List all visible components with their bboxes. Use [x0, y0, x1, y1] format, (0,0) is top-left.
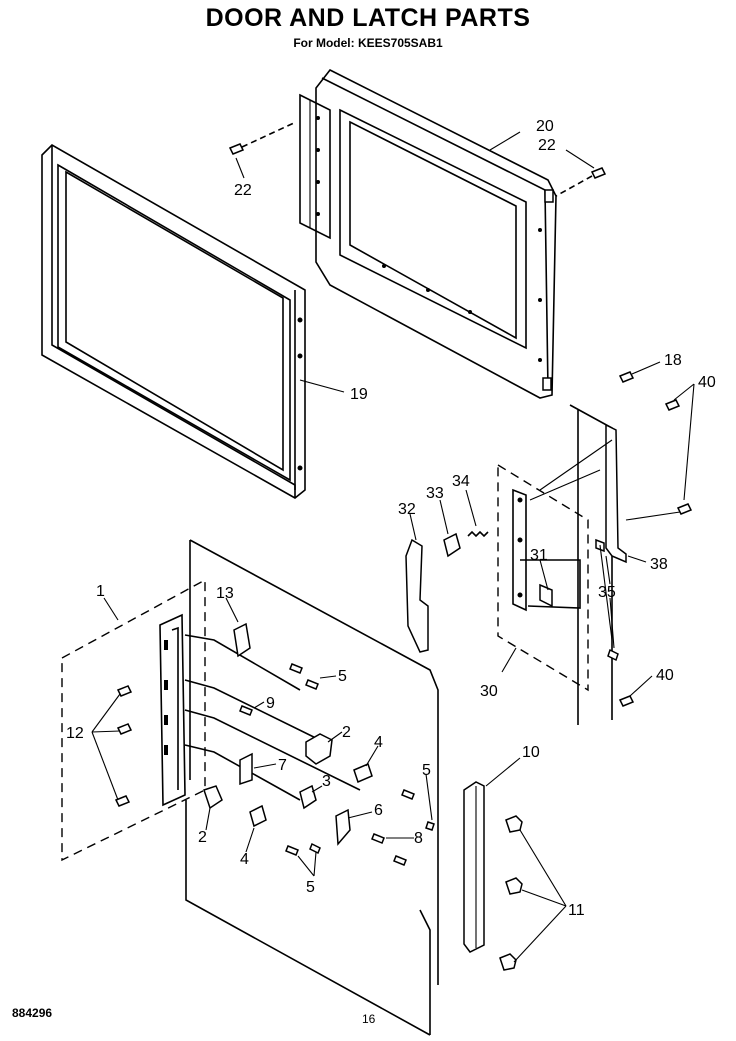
callout-5-upper: 5: [338, 668, 347, 685]
latch-cam-2-upper: [305, 733, 333, 765]
latch-assembly-1: [61, 578, 361, 862]
callout-4-upper: 4: [374, 734, 383, 751]
callout-40-lower: 40: [656, 667, 674, 684]
callout-12: 12: [66, 725, 84, 742]
callout-22-left: 22: [234, 182, 252, 199]
guide-4-upper: [353, 762, 373, 784]
callout-7: 7: [278, 757, 287, 774]
callout-10: 10: [522, 744, 540, 761]
callout-labels: 20 22 22 19 18 40 38 35 40 30 31 32 33 3…: [66, 118, 716, 919]
callout-19: 19: [350, 386, 368, 403]
screw-22-right: [555, 167, 607, 197]
callout-32: 32: [398, 501, 416, 518]
document-number: 884296: [12, 1006, 53, 1020]
latch-hook-13: [233, 622, 251, 658]
callout-40-upper: 40: [698, 374, 716, 391]
callout-31: 31: [530, 547, 548, 564]
callout-9: 9: [266, 695, 275, 712]
latch-lever-32: [405, 538, 429, 653]
callout-18: 18: [664, 352, 682, 369]
screws-40: [618, 399, 693, 707]
screw-18: [618, 371, 635, 383]
callout-11: 11: [568, 902, 585, 919]
callout-22-right: 22: [538, 137, 556, 154]
callout-2-upper: 2: [342, 724, 351, 741]
screws-8: [371, 833, 407, 866]
screws-5: [285, 663, 435, 856]
callout-33: 33: [426, 485, 444, 502]
screw-9: [239, 705, 253, 716]
callout-38: 38: [650, 556, 668, 573]
callout-4-lower: 4: [240, 851, 249, 868]
bumpers-11: [499, 815, 523, 971]
model-subtitle: For Model: KEES705SAB1: [293, 36, 443, 50]
callout-5-lower: 5: [306, 879, 315, 896]
guide-4-lower: [249, 804, 267, 828]
page-number: 16: [362, 1012, 376, 1026]
screw-22-left: [228, 121, 297, 155]
callout-13: 13: [216, 585, 234, 602]
latch-slide-33: [443, 532, 461, 558]
latch-assembly-30: [497, 463, 589, 692]
callout-8: 8: [414, 830, 423, 847]
latch-cam-2-lower: [203, 785, 223, 810]
callout-1: 1: [96, 583, 105, 600]
bracket-6: [335, 808, 351, 846]
callout-3: 3: [322, 773, 331, 790]
screws-12: [114, 685, 133, 807]
lower-frame-outline: [185, 539, 439, 1036]
bracket-38: [529, 404, 627, 720]
switch-31: [539, 583, 553, 608]
latch-block-3: [299, 784, 317, 810]
outer-door-frame-19: [41, 144, 306, 499]
callout-5-right: 5: [422, 762, 431, 779]
callout-34: 34: [452, 473, 470, 490]
screws-35: [599, 544, 619, 662]
callout-35: 35: [598, 584, 616, 601]
callout-30: 30: [480, 683, 498, 700]
inner-door-panel-20: [299, 68, 557, 399]
spring-34: [467, 530, 489, 538]
strike-bar-10: [463, 781, 485, 953]
page-title: DOOR AND LATCH PARTS: [205, 4, 531, 32]
callout-2-lower: 2: [198, 829, 207, 846]
callout-20: 20: [536, 118, 554, 135]
callout-6: 6: [374, 802, 383, 819]
plate-7: [239, 752, 253, 786]
leader-lines: [91, 131, 695, 963]
